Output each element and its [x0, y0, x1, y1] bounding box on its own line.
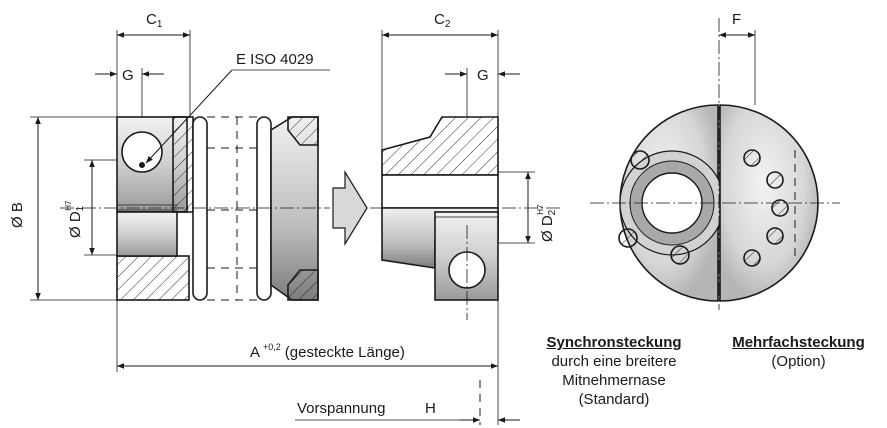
label-e-iso: E ISO 4029	[236, 51, 314, 68]
caption-synchron-title: Synchronsteckung	[546, 334, 682, 351]
label-g-right: G	[477, 67, 489, 84]
caption-mehrfach: Mehrfachsteckung (Option)	[716, 333, 881, 371]
label-phi-d2: Ø D2H7	[536, 204, 558, 242]
middle-hub	[381, 116, 499, 301]
label-phi-d1: Ø D1H7	[64, 200, 86, 238]
label-f: F	[732, 11, 741, 28]
caption-mehrfach-line1: (Option)	[771, 353, 826, 370]
label-c2: C2	[434, 11, 451, 30]
left-hub	[116, 116, 194, 301]
left-cone-part	[270, 116, 319, 301]
caption-synchron-line2: Mitnehmernase	[562, 372, 666, 389]
label-vorspannung: Vorspannung	[297, 400, 385, 417]
label-c1: C1	[146, 11, 163, 30]
caption-synchron-line3: (Standard)	[578, 391, 650, 408]
caption-synchron: Synchronsteckung durch eine breitere Mit…	[534, 333, 694, 409]
caption-synchron-line1: durch eine breitere	[551, 353, 677, 370]
label-a-dim: A+0,2(gesteckte Länge)	[250, 342, 405, 361]
elastomer-spider	[192, 116, 272, 301]
label-h: H	[425, 400, 436, 417]
caption-mehrfach-title: Mehrfachsteckung	[732, 334, 865, 351]
label-g-left: G	[122, 67, 134, 84]
label-phi-b: Ø B	[9, 202, 26, 228]
assembly-arrow	[332, 169, 368, 247]
